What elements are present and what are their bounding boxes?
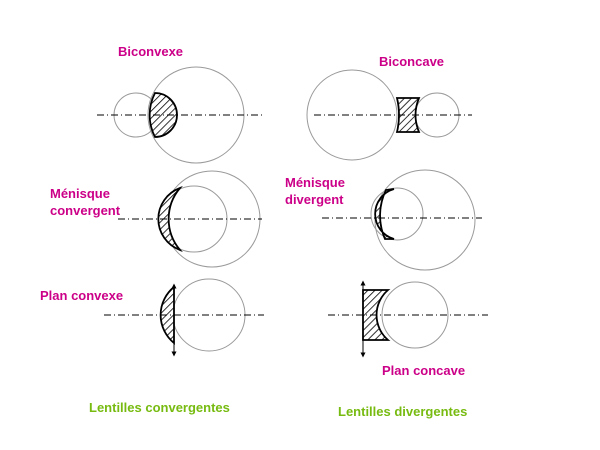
menisque-divergent-small-circle [370,187,424,241]
label-biconcave: Biconcave [379,54,445,69]
label-menisque-convergent-line2: convergent [50,203,121,218]
plan-convexe-figure [104,278,264,357]
caption-lentilles-divergentes: Lentilles divergentes [338,404,468,419]
menisque-divergent-lens [374,188,395,240]
menisque-convergent-figure [118,170,262,268]
plan-concave-figure [328,280,488,358]
biconvexe-large-circle [147,66,245,164]
label-menisque-divergent-line2: divergent [285,192,344,207]
label-biconvexe: Biconvexe [118,44,184,59]
caption-lentilles-convergentes: Lentilles convergentes [89,400,230,415]
label-menisque-convergent-line1: Ménisque [50,186,110,201]
biconcave-large-circle [306,69,398,161]
biconcave-figure [306,69,472,161]
biconvexe-figure [97,66,262,164]
label-menisque-divergent-line1: Ménisque [285,175,345,190]
menisque-divergent-figure [322,169,482,271]
label-plan-convexe: Plan convexe [40,288,124,303]
label-plan-concave: Plan concave [382,363,466,378]
plan-concave-circle [381,281,449,349]
menisque-convergent-lens [157,185,183,253]
menisque-divergent-large-circle [374,169,476,271]
